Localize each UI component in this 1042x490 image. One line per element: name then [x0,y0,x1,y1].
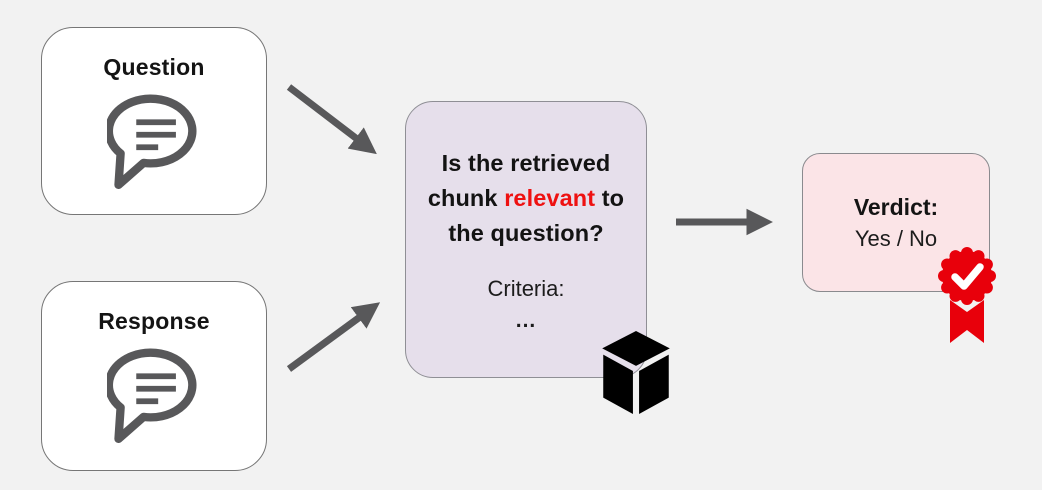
response-label: Response [98,308,210,334]
node-question: Question [41,27,267,215]
arrow-response-to-judge [286,302,381,372]
cube-icon [600,330,672,421]
judge-question-text: Is the retrieved chunk relevant to the q… [428,146,624,251]
speech-bubble-icon [104,347,201,448]
judge-question-line3: the question? [448,220,604,246]
speech-bubble-icon [104,93,201,194]
verdict-value: Yes / No [854,225,938,251]
arrow-question-to-judge [286,84,377,155]
judge-question-line2: chunk relevant to [427,185,625,211]
criteria-ellipsis: ... [515,309,537,332]
judge-question-line1: Is the retrieved [441,150,611,176]
node-response: Response [41,281,267,471]
award-ribbon-icon [935,246,999,351]
criteria-label: Criteria: [487,276,565,301]
verdict-title: Verdict: [853,193,939,220]
node-judge: Is the retrieved chunk relevant to the q… [405,101,647,378]
highlighted-word: relevant [504,185,596,211]
question-label: Question [103,54,205,80]
